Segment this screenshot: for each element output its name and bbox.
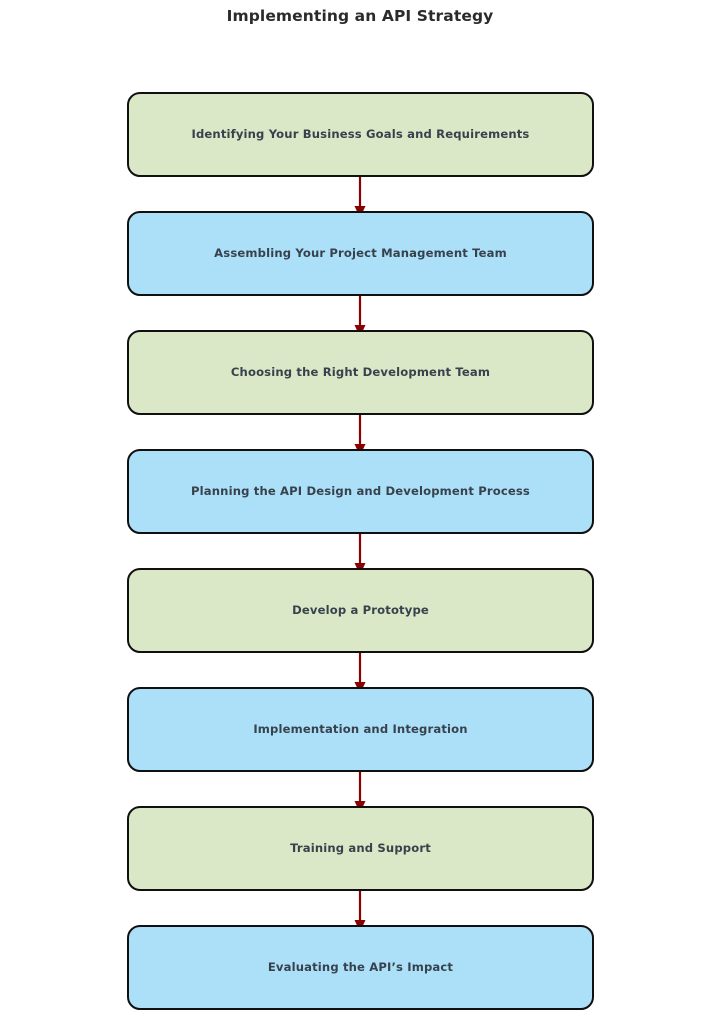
flow-edge-step-5-to-step-6 bbox=[127, 653, 594, 687]
flow-node-step-3[interactable]: Choosing the Right Development Team bbox=[127, 330, 594, 449]
page-title: Implementing an API Strategy bbox=[226, 7, 494, 25]
node-label-step-1: Identifying Your Business Goals and Requ… bbox=[191, 126, 530, 141]
flow-node-step-6[interactable]: Implementation and Integration bbox=[127, 687, 594, 806]
node-box-step-2[interactable]: Assembling Your Project Management Team bbox=[127, 211, 594, 296]
node-label-step-8: Evaluating the API’s Impact bbox=[267, 959, 454, 974]
flow-node-step-7[interactable]: Training and Support bbox=[127, 806, 594, 925]
flow-node-step-5[interactable]: Develop a Prototype bbox=[127, 568, 594, 687]
flow-node-step-4[interactable]: Planning the API Design and Development … bbox=[127, 449, 594, 568]
flow-node-step-2[interactable]: Assembling Your Project Management Team bbox=[127, 211, 594, 330]
flow-edge-step-3-to-step-4 bbox=[127, 415, 594, 449]
flow-edge-step-2-to-step-3 bbox=[127, 296, 594, 330]
node-label-step-4: Planning the API Design and Development … bbox=[191, 483, 530, 498]
node-box-step-1[interactable]: Identifying Your Business Goals and Requ… bbox=[127, 92, 594, 177]
flow-edge-step-6-to-step-7 bbox=[127, 772, 594, 806]
node-label-step-6: Implementation and Integration bbox=[253, 721, 468, 736]
node-box-step-4[interactable]: Planning the API Design and Development … bbox=[127, 449, 594, 534]
node-label-step-7: Training and Support bbox=[290, 840, 431, 855]
flow-edge-step-1-to-step-2 bbox=[127, 177, 594, 211]
node-box-step-6[interactable]: Implementation and Integration bbox=[127, 687, 594, 772]
node-label-step-5: Develop a Prototype bbox=[292, 602, 429, 617]
flow-edge-step-7-to-step-8 bbox=[127, 891, 594, 925]
node-box-step-8[interactable]: Evaluating the API’s Impact bbox=[127, 925, 594, 1010]
node-label-step-2: Assembling Your Project Management Team bbox=[214, 245, 507, 260]
node-box-step-3[interactable]: Choosing the Right Development Team bbox=[127, 330, 594, 415]
node-box-step-5[interactable]: Develop a Prototype bbox=[127, 568, 594, 653]
node-box-step-7[interactable]: Training and Support bbox=[127, 806, 594, 891]
flow-node-step-1[interactable]: Identifying Your Business Goals and Requ… bbox=[127, 92, 594, 211]
flow-edge-step-4-to-step-5 bbox=[127, 534, 594, 568]
flowchart: Identifying Your Business Goals and Requ… bbox=[127, 92, 594, 1010]
flow-node-step-8[interactable]: Evaluating the API’s Impact bbox=[127, 925, 594, 1010]
node-label-step-3: Choosing the Right Development Team bbox=[230, 364, 491, 379]
